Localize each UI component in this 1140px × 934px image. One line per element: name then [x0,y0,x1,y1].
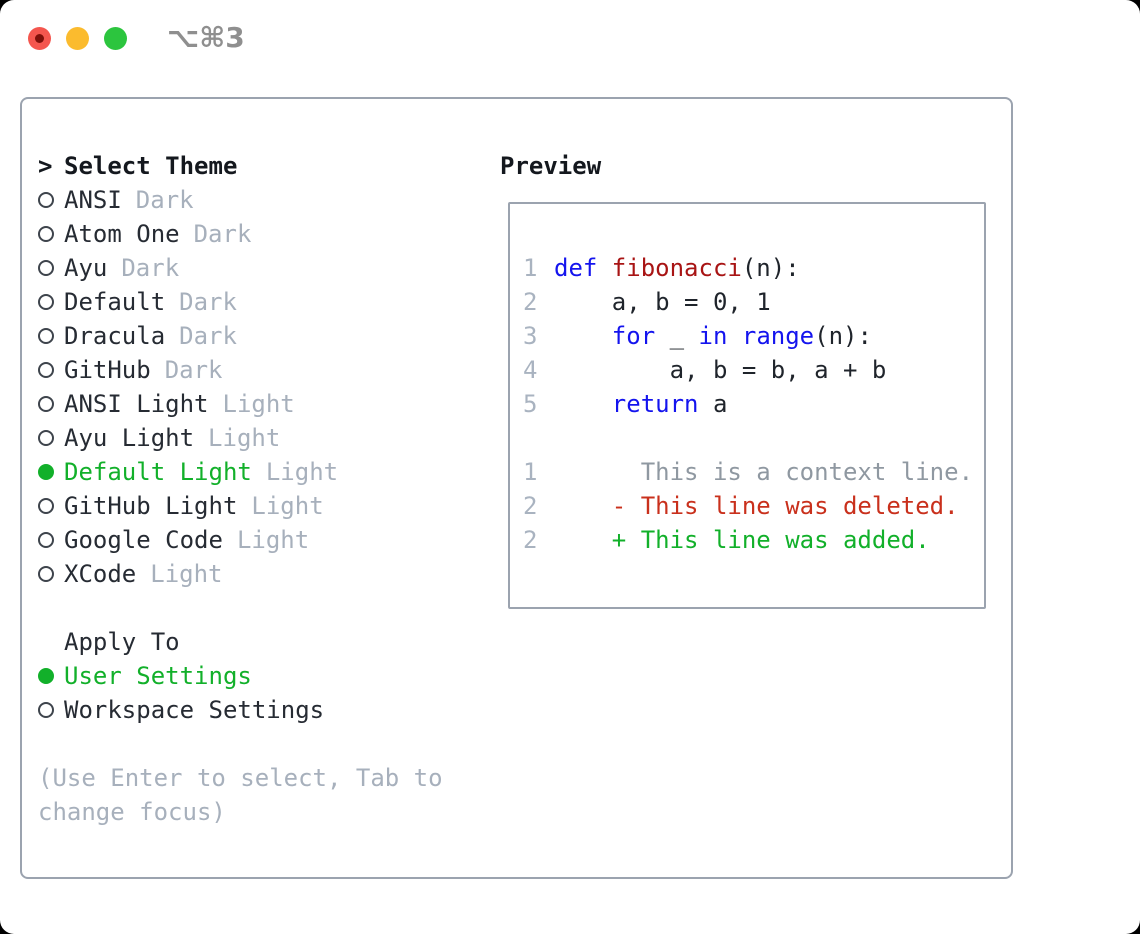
theme-item-ansi-dark[interactable]: ANSI Dark [38,183,338,217]
radio-selected-icon [38,668,64,684]
theme-picker-title: Select Theme [64,152,238,180]
theme-variant-tag: Dark [193,220,252,248]
radio-icon [38,396,64,412]
radio-selected-icon [38,464,64,480]
theme-name: ANSI [64,186,122,214]
theme-item-google-code-light[interactable]: Google Code Light [38,523,338,557]
minimize-button[interactable] [66,27,89,50]
theme-variant-tag: Light [208,424,281,452]
code-line: 3 for _ in range (n): [523,322,872,350]
theme-name: GitHub Light [64,492,238,520]
theme-item-ayu-dark[interactable]: Ayu Dark [38,251,338,285]
radio-icon [38,192,64,208]
theme-name: XCode [64,560,137,588]
radio-icon [38,226,64,242]
theme-name: Dracula [64,322,166,350]
code-line: 1 def fibonacci (n): [523,254,800,282]
preview-pane: 1 def fibonacci (n): 2 a, b = 0, 1 3 for… [508,202,986,609]
theme-item-ayu-light[interactable]: Ayu Light Light [38,421,338,455]
apply-to-header: Apply To [38,625,324,659]
theme-variant-tag: Dark [179,288,237,316]
theme-item-default-light[interactable]: Default Light Light [38,455,338,489]
theme-name: Default [64,288,166,316]
line-number: 2 [523,288,538,316]
close-button[interactable] [28,27,51,50]
window-title: ⌥⌘3 [167,21,245,54]
theme-picker: > Select Theme ANSI Dark Atom One Dark A… [38,149,338,591]
theme-name: GitHub [64,356,151,384]
code-line: 4 a, b = b, a + b [523,356,887,384]
blank-line [523,421,973,455]
apply-option-user-settings[interactable]: User Settings [38,659,324,693]
theme-variant-tag: Light [236,526,310,554]
theme-name: Ayu Light [64,424,195,452]
radio-icon [38,260,64,276]
theme-variant-tag: Dark [121,254,180,282]
code-line: 5 return a [523,390,728,418]
theme-picker-header: > Select Theme [38,149,338,183]
theme-item-atom-one-dark[interactable]: Atom One Dark [38,217,338,251]
apply-option-workspace-settings[interactable]: Workspace Settings [38,693,324,727]
theme-variant-tag: Light [150,560,223,588]
radio-icon [38,294,64,310]
diff-deleted-line: 2 - This line was deleted. [523,492,959,520]
radio-icon [38,328,64,344]
diff-added-line: 2 + This line was added. [523,526,930,554]
theme-variant-tag: Light [222,390,295,418]
zoom-button[interactable] [104,27,127,50]
keyboard-hint: (Use Enter to select, Tab to change focu… [38,764,443,826]
radio-icon [38,702,64,718]
line-number: 1 [523,254,538,282]
line-number: 2 [523,492,538,520]
theme-item-github-dark[interactable]: GitHub Dark [38,353,338,387]
theme-item-github-light[interactable]: GitHub Light Light [38,489,338,523]
theme-variant-tag: Light [251,492,324,520]
line-number: 3 [523,322,538,350]
selection-caret-icon: > [38,152,53,180]
line-number: 4 [523,356,538,384]
theme-name: Ayu [64,254,108,282]
line-number: 1 [523,458,538,486]
code-line: 2 a, b = 0, 1 [523,288,771,316]
theme-variant-tag: Light [265,458,339,486]
preview-title: Preview [500,152,602,180]
radio-icon [38,430,64,446]
radio-icon [38,498,64,514]
theme-item-dracula-dark[interactable]: Dracula Dark [38,319,338,353]
theme-item-xcode-light[interactable]: XCode Light [38,557,338,591]
theme-variant-tag: Dark [179,322,237,350]
theme-item-ansi-light[interactable]: ANSI Light Light [38,387,338,421]
radio-icon [38,532,64,548]
apply-option-label: User Settings [64,662,252,690]
line-number: 2 [523,526,538,554]
apply-option-label: Workspace Settings [64,696,325,724]
theme-name: Default Light [64,458,252,486]
theme-name: Atom One [64,220,180,248]
theme-name: ANSI Light [64,390,209,418]
theme-item-default-dark[interactable]: Default Dark [38,285,338,319]
theme-name: Google Code [64,526,223,554]
apply-to-section: Apply To User Settings Workspace Setting… [38,625,324,727]
apply-to-title: Apply To [64,628,180,656]
theme-variant-tag: Dark [135,186,194,214]
traffic-lights [28,27,127,50]
line-number: 5 [523,390,538,418]
theme-variant-tag: Dark [164,356,223,384]
radio-icon [38,362,64,378]
diff-context-line: 1 This is a context line. [523,458,974,486]
radio-icon [38,566,64,582]
code-preview: 1 def fibonacci (n): 2 a, b = 0, 1 3 for… [523,251,973,557]
